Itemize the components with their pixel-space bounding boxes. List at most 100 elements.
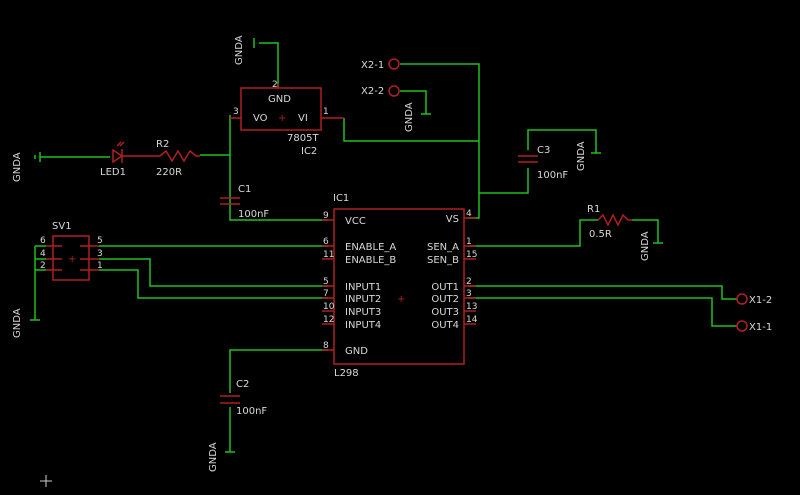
svg-text:+: + [68,254,76,265]
r2-resistor[interactable]: R2 220R [150,139,200,178]
svg-text:GNDA: GNDA [640,231,651,261]
ic1-pin-number: 13 [466,302,477,312]
svg-text:2: 2 [40,261,46,271]
svg-text:GND: GND [268,94,291,105]
led1[interactable]: LED1 [100,141,150,178]
svg-text:6: 6 [40,236,46,246]
wires [34,42,737,452]
svg-text:X1-2: X1-2 [749,295,772,306]
ic1-pin-label: INPUT4 [345,320,381,331]
ic2-regulator[interactable]: GND VO VI + 2 3 1 7805T IC2 [230,80,344,157]
sv1-header[interactable]: SV1 + 6 4 2 5 3 1 [40,221,103,281]
gnd-r1: GNDA [640,231,663,261]
ic1-pin-number: 3 [466,289,472,299]
svg-text:7805T: 7805T [287,133,319,144]
x2-1-terminal[interactable]: X2-1 [361,58,400,71]
ic1-pin-label: ENABLE_B [345,255,396,266]
origin-crosshair-icon [40,475,52,487]
ic1-pin-label: INPUT2 [345,294,381,305]
svg-text:X2-1: X2-1 [361,60,384,71]
ic1-pin-number: 9 [323,211,329,221]
svg-text:5: 5 [97,236,103,246]
svg-text:C2: C2 [236,379,249,390]
ic1-pin-vs[interactable]: 4VS [446,209,476,225]
ic1-pin-number: 15 [466,250,477,260]
ic1-pin-label: SEN_B [427,255,459,266]
gnd-x22: GNDA [404,102,431,132]
ic1-pin-number: 14 [466,315,478,325]
c1-capacitor[interactable]: C1 100nF [220,184,269,220]
c3-capacitor[interactable]: C3 100nF [518,145,568,181]
svg-text:GNDA: GNDA [208,442,219,472]
svg-text:220R: 220R [156,167,182,178]
gnd-top: GNDA [234,35,255,65]
svg-text:C3: C3 [537,145,550,156]
svg-text:4: 4 [40,249,46,259]
gnd-led: GNDA [12,152,41,182]
ic1-pin-number: 5 [323,277,329,287]
c2-capacitor[interactable]: C2 100nF [220,379,267,417]
svg-text:3: 3 [97,249,103,259]
svg-text:GNDA: GNDA [404,102,415,132]
svg-text:SV1: SV1 [52,221,72,232]
svg-text:R1: R1 [587,204,600,215]
svg-text:0.5R: 0.5R [589,229,612,240]
ic1-pin-number: 7 [323,289,329,299]
svg-text:C1: C1 [238,184,251,195]
svg-text:1: 1 [323,107,329,117]
svg-text:GNDA: GNDA [234,35,245,65]
ic1-pin-number: 4 [466,209,472,219]
ic1-pin-label: OUT3 [431,307,459,318]
ic1-pin-label: VCC [345,216,366,227]
ic1-pin-number: 8 [323,341,329,351]
x1-2-terminal[interactable]: X1-2 [736,293,772,306]
svg-text:100nF: 100nF [238,209,269,220]
svg-text:L298: L298 [334,368,359,379]
ic1-pin-number: 6 [323,237,329,247]
ic1-pin-number: 2 [466,277,472,287]
svg-text:IC1: IC1 [333,193,349,204]
svg-text:100nF: 100nF [236,406,267,417]
r1-resistor[interactable]: R1 0.5R [587,204,632,240]
x2-2-terminal[interactable]: X2-2 [361,85,400,97]
svg-text:LED1: LED1 [100,167,126,178]
gnd-c3: GNDA [576,141,601,171]
svg-text:3: 3 [233,107,239,117]
svg-text:1: 1 [97,261,103,271]
svg-text:X1-1: X1-1 [749,322,772,333]
svg-text:GNDA: GNDA [12,152,23,182]
svg-text:X2-2: X2-2 [361,86,384,97]
x1-1-terminal[interactable]: X1-1 [736,320,772,333]
svg-text:IC2: IC2 [301,146,317,157]
ic1-pin-label: VS [446,214,459,225]
ic1-pin-label: OUT4 [431,320,459,331]
ic1-pin-number: 10 [323,302,335,312]
ic1-pin-label: INPUT3 [345,307,381,318]
gnd-sv1: GNDA [12,308,40,338]
svg-text:+: + [278,113,286,124]
svg-text:GNDA: GNDA [576,141,587,171]
svg-text:GNDA: GNDA [12,308,23,338]
svg-text:VI: VI [298,113,308,124]
svg-text:2: 2 [272,80,278,90]
ic1-pin-label: SEN_A [427,242,459,253]
ic1-pin-label: GND [345,346,368,357]
